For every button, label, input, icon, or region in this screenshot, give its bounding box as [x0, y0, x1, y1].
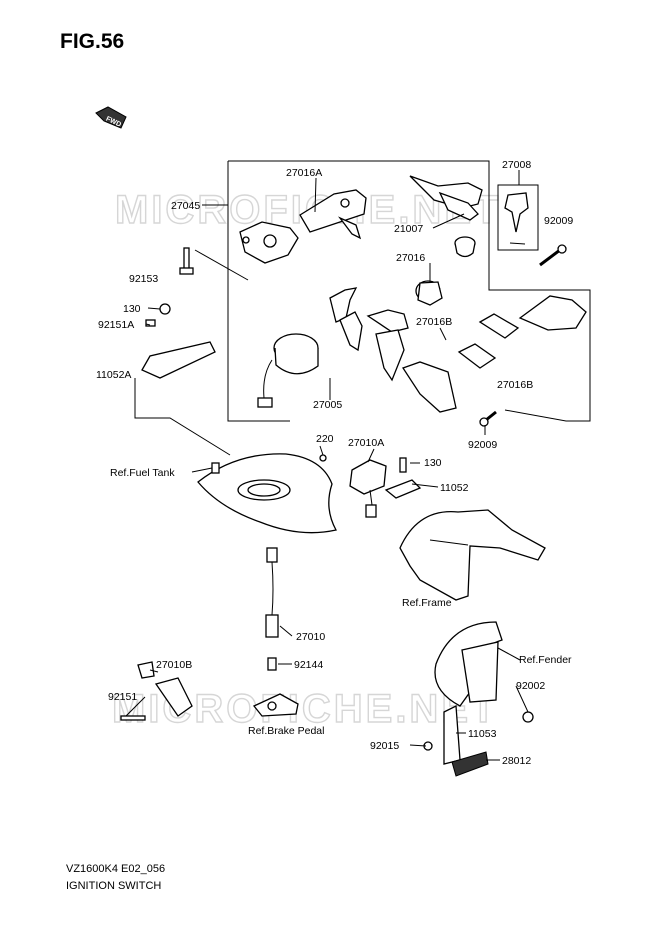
label-ref-fuel-tank: Ref.Fuel Tank: [110, 467, 175, 479]
label-27016B-right: 27016B: [497, 379, 533, 391]
fuel-tank: [197, 453, 337, 534]
switch-27010B: [120, 661, 193, 721]
lock-cylinder-27016: [415, 280, 443, 306]
label-27010: 27010: [296, 631, 325, 643]
leader-92153: [194, 249, 249, 281]
keys-27005-cluster: [329, 287, 409, 382]
label-27016B-top: 27016B: [416, 316, 452, 328]
label-27010A: 27010A: [348, 437, 384, 449]
tag-box-27008: [497, 184, 539, 251]
fender: [423, 621, 534, 777]
key-pair-top: [409, 175, 483, 221]
label-28012: 28012: [502, 755, 531, 767]
cap-21007: [454, 236, 476, 258]
label-220: 220: [316, 433, 334, 445]
bolt-92153: [179, 247, 194, 275]
label-92144: 92144: [294, 659, 323, 671]
screw-92009-bottom: [479, 410, 497, 427]
screw-92009-top: [539, 244, 567, 267]
frame: [399, 509, 546, 601]
fwd-arrow-icon: FWD: [95, 106, 127, 129]
label-130-left: 130: [123, 303, 141, 315]
sensor-27010: [265, 547, 279, 671]
label-92151A: 92151A: [98, 319, 134, 331]
label-92009-bottom: 92009: [468, 439, 497, 451]
label-92002: 92002: [516, 680, 545, 692]
label-27008: 27008: [502, 159, 531, 171]
label-130-right: 130: [424, 457, 442, 469]
label-27016A: 27016A: [286, 167, 322, 179]
label-27045: 27045: [171, 200, 200, 212]
label-92153: 92153: [129, 273, 158, 285]
set-outline-left: [227, 161, 290, 422]
label-21007: 21007: [394, 223, 423, 235]
key-27016A: [299, 189, 367, 240]
brake-pedal: [252, 693, 299, 717]
lock-cover-27045: [239, 221, 299, 264]
ignition-switch-27005: [257, 333, 319, 408]
label-ref-frame: Ref.Frame: [402, 597, 452, 609]
label-ref-fender: Ref.Fender: [519, 654, 572, 666]
figure-title: FIG.56: [60, 30, 125, 53]
label-11053: 11053: [468, 728, 497, 740]
key-tag-27008: [504, 192, 529, 245]
label-27016: 27016: [396, 252, 425, 264]
label-92009-top: 92009: [544, 215, 573, 227]
label-11052A: 11052A: [96, 369, 131, 381]
bracket-11052A: [141, 303, 216, 379]
label-27005: 27005: [313, 399, 342, 411]
leader-11052A: [134, 378, 231, 456]
holders-27016B: [402, 295, 587, 413]
model-code: VZ1600K4 E02_056: [66, 863, 166, 875]
label-92015: 92015: [370, 740, 399, 752]
label-27010B: 27010B: [156, 659, 192, 671]
label-92151: 92151: [108, 691, 137, 703]
leader-lines: [125, 170, 529, 761]
set-outline-right: [228, 160, 591, 422]
section-title: IGNITION SWITCH: [66, 880, 162, 892]
switch-27010A: [319, 454, 422, 518]
label-11052: 11052: [440, 482, 469, 494]
label-ref-brake-pedal: Ref.Brake Pedal: [248, 725, 324, 737]
